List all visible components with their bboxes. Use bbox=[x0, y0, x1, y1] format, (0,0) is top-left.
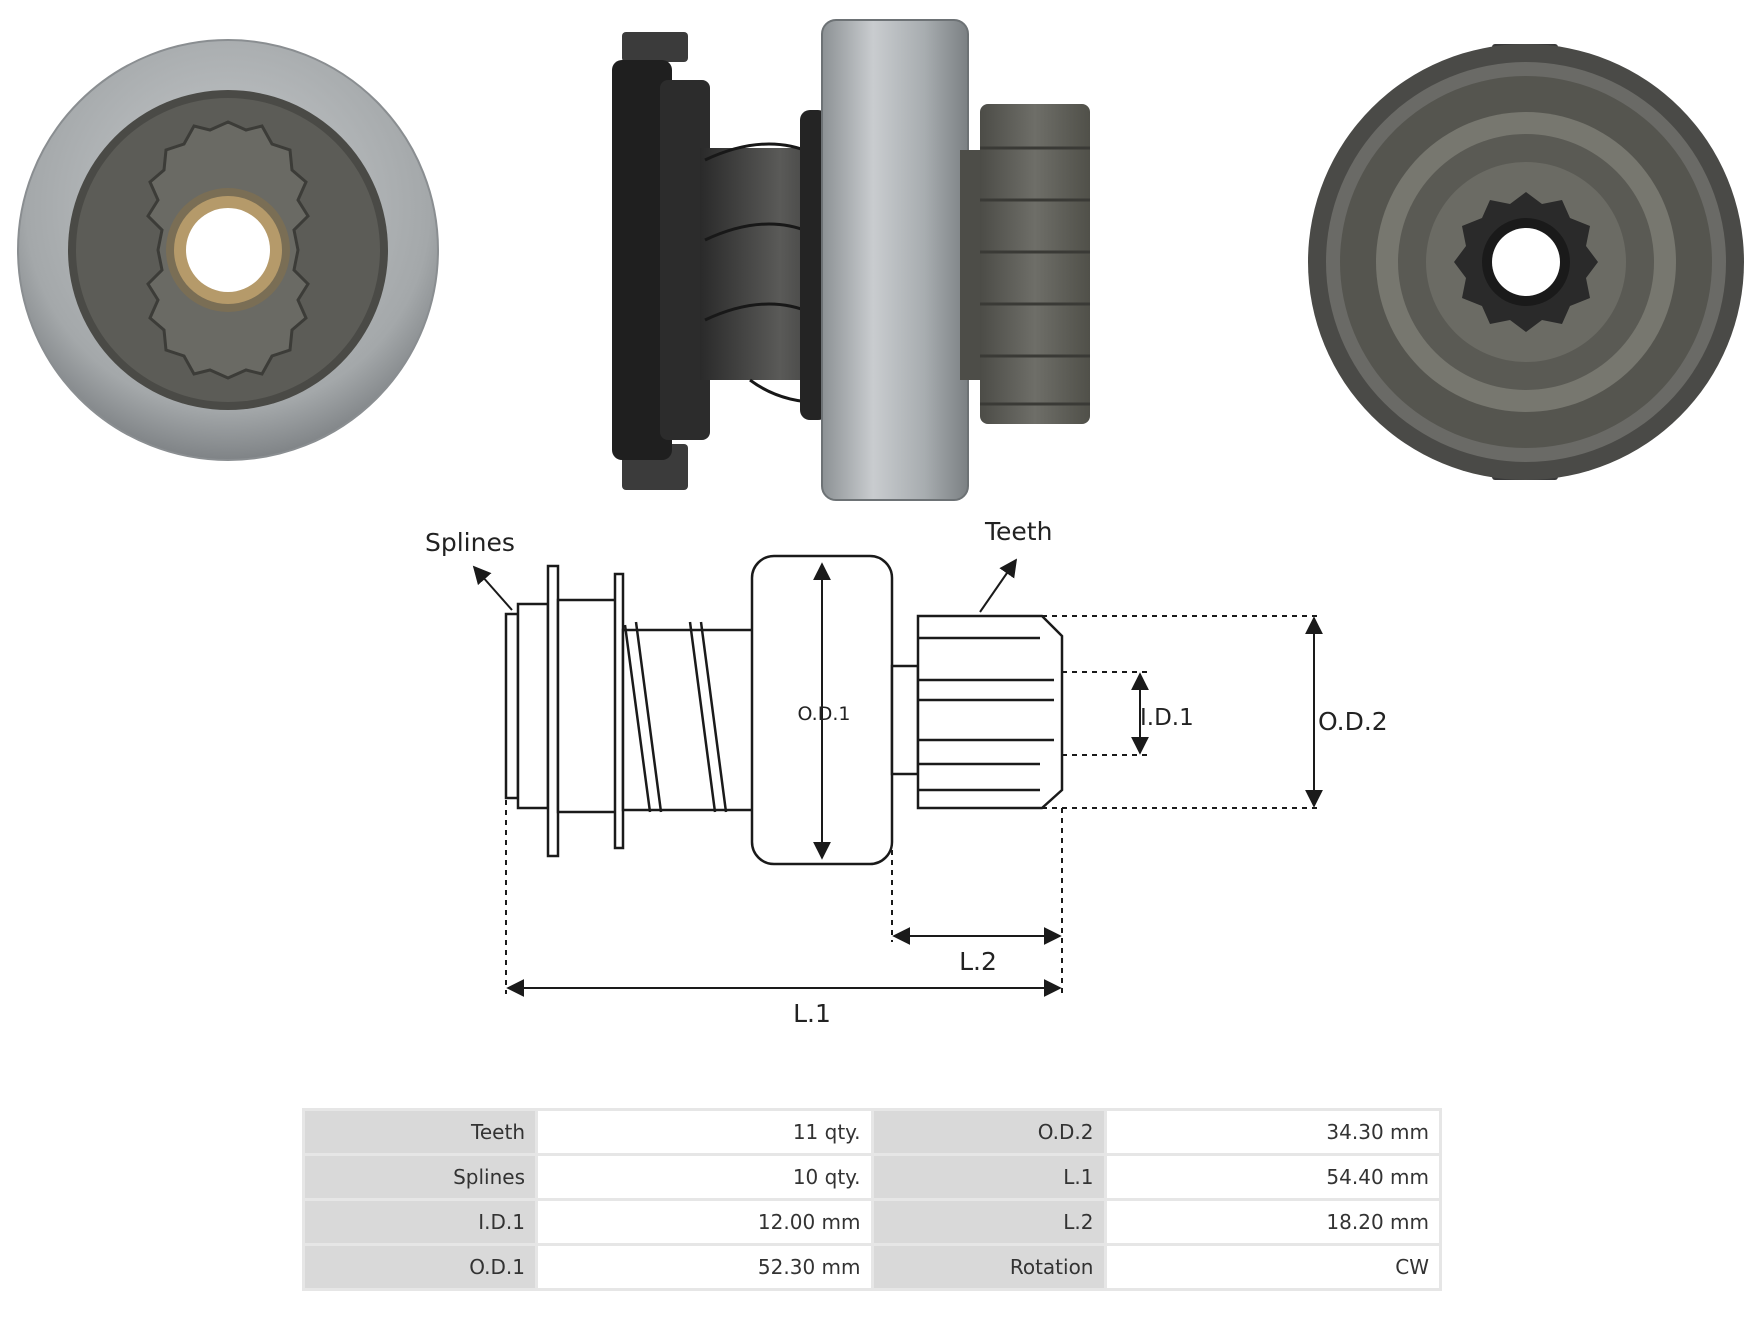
spec-value: CW bbox=[1106, 1246, 1439, 1288]
front-view-photo bbox=[17, 39, 439, 461]
spec-label: Splines bbox=[305, 1156, 535, 1198]
technical-diagram: Splines Teeth O.D.1 O.D.2 I.D.1 L.2 L.1 bbox=[425, 517, 1388, 1028]
spec-value: 10 qty. bbox=[538, 1156, 871, 1198]
teeth-callout: Teeth bbox=[984, 517, 1052, 546]
table-row: Splines 10 qty. L.1 54.40 mm bbox=[305, 1156, 1439, 1198]
l2-callout: L.2 bbox=[959, 947, 997, 976]
table-row: Teeth 11 qty. O.D.2 34.30 mm bbox=[305, 1111, 1439, 1153]
id1-callout: I.D.1 bbox=[1140, 705, 1194, 731]
spec-value: 34.30 mm bbox=[1106, 1111, 1439, 1153]
l1-callout: L.1 bbox=[793, 999, 831, 1028]
spec-label: Teeth bbox=[305, 1111, 535, 1153]
spec-label: O.D.1 bbox=[305, 1246, 535, 1288]
spec-table: Teeth 11 qty. O.D.2 34.30 mm Splines 10 … bbox=[302, 1108, 1442, 1291]
spec-label: I.D.1 bbox=[305, 1201, 535, 1243]
spec-label: L.1 bbox=[873, 1156, 1104, 1198]
splines-callout: Splines bbox=[425, 528, 515, 557]
table-row: I.D.1 12.00 mm L.2 18.20 mm bbox=[305, 1201, 1439, 1243]
od1-callout: O.D.1 bbox=[798, 703, 851, 725]
product-photos bbox=[17, 19, 1744, 501]
side-view-photo bbox=[612, 19, 1090, 501]
spec-value: 18.20 mm bbox=[1106, 1201, 1439, 1243]
spec-value: 11 qty. bbox=[538, 1111, 871, 1153]
spec-label: Rotation bbox=[873, 1246, 1104, 1288]
od2-callout: O.D.2 bbox=[1318, 707, 1388, 736]
rear-view-photo bbox=[1308, 44, 1744, 480]
spec-label: O.D.2 bbox=[873, 1111, 1104, 1153]
spec-value: 12.00 mm bbox=[538, 1201, 871, 1243]
spec-value: 54.40 mm bbox=[1106, 1156, 1439, 1198]
spec-value: 52.30 mm bbox=[538, 1246, 871, 1288]
dimension-lines bbox=[472, 558, 1323, 997]
spec-label: L.2 bbox=[873, 1201, 1104, 1243]
drive-outline bbox=[504, 554, 1064, 866]
table-row: O.D.1 52.30 mm Rotation CW bbox=[305, 1246, 1439, 1288]
